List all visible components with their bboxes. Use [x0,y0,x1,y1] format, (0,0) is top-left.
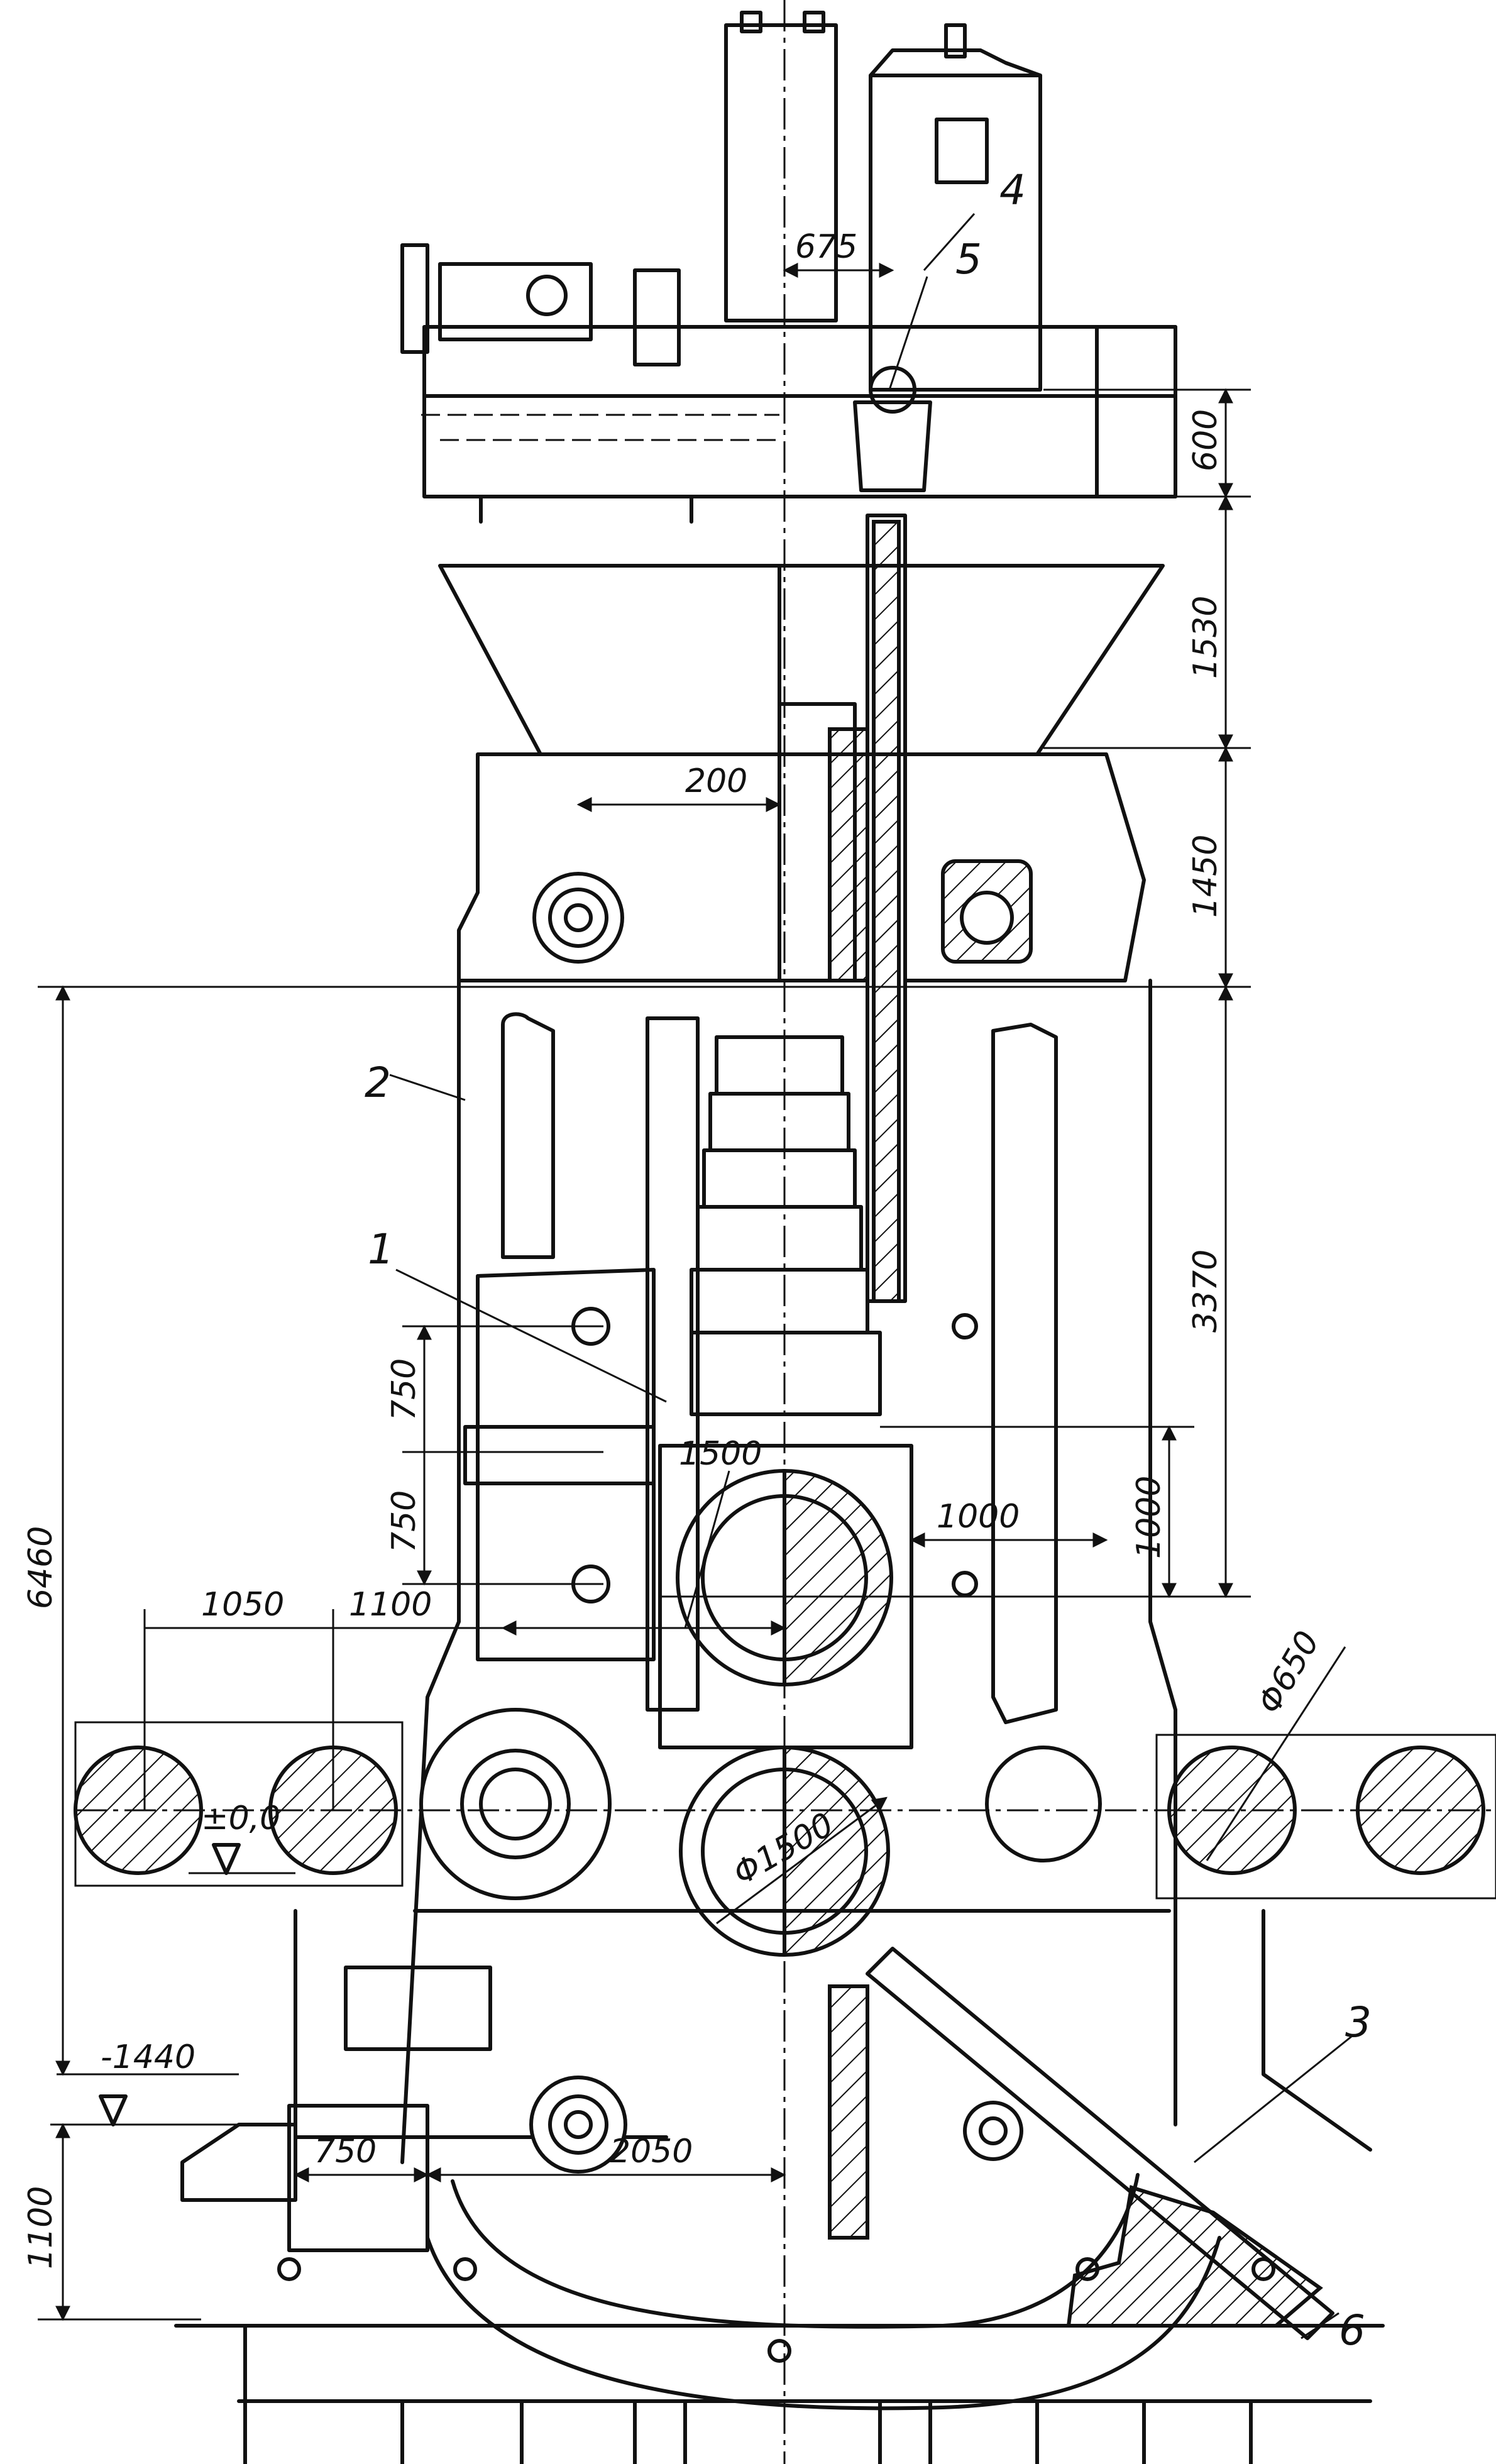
housing-frame [400,979,1177,2164]
callout-5: 5 [955,235,982,283]
dim-750-upper: 750 [385,1358,423,1421]
dim-1100-v: 1100 [22,2186,60,2269]
dimension-lines [38,213,1352,2340]
dim-3370: 3370 [1187,1250,1224,1333]
dim-2050: 2050 [610,2133,693,2170]
dim-200: 200 [685,762,747,800]
foundation [174,2257,1385,2464]
callout-labels: 1 2 3 4 5 6 [365,166,1372,2355]
dim-750-lower: 750 [385,1490,423,1553]
dimension-labels: 675 600 1530 200 1450 3370 6460 750 750 … [22,228,1327,2269]
level-minus-1440: -1440 [101,2038,195,2076]
callout-3: 3 [1345,1998,1372,2047]
callout-1: 1 [368,1225,394,1273]
roller-table [74,1721,1496,1900]
dim-675: 675 [795,228,857,266]
dim-1450: 1450 [1187,835,1224,918]
dim-1050: 1050 [201,1586,284,1624]
callout-6: 6 [1339,2306,1365,2355]
dim-1500: 1500 [679,1435,762,1473]
dim-phi650: Φ650 [1250,1625,1327,1720]
upper-platform [400,243,1177,524]
callout-4: 4 [999,166,1026,214]
level-zero: ±0,0 [201,1800,280,1837]
dim-600: 600 [1187,409,1224,471]
top-drive-assembly [724,11,1042,392]
screwdown-housing [438,366,1165,1303]
dim-750-foot: 750 [314,2133,377,2170]
dim-1100-h: 1100 [349,1586,432,1624]
rolls [419,1468,1102,1957]
dim-1530: 1530 [1187,596,1224,679]
dim-1000-h: 1000 [937,1498,1020,1536]
callout-2: 2 [365,1059,391,1107]
dim-6460: 6460 [22,1526,60,1609]
housing-upper [457,752,1146,982]
screw-stack [690,1035,882,1416]
dim-1000-v: 1000 [1130,1476,1168,1559]
